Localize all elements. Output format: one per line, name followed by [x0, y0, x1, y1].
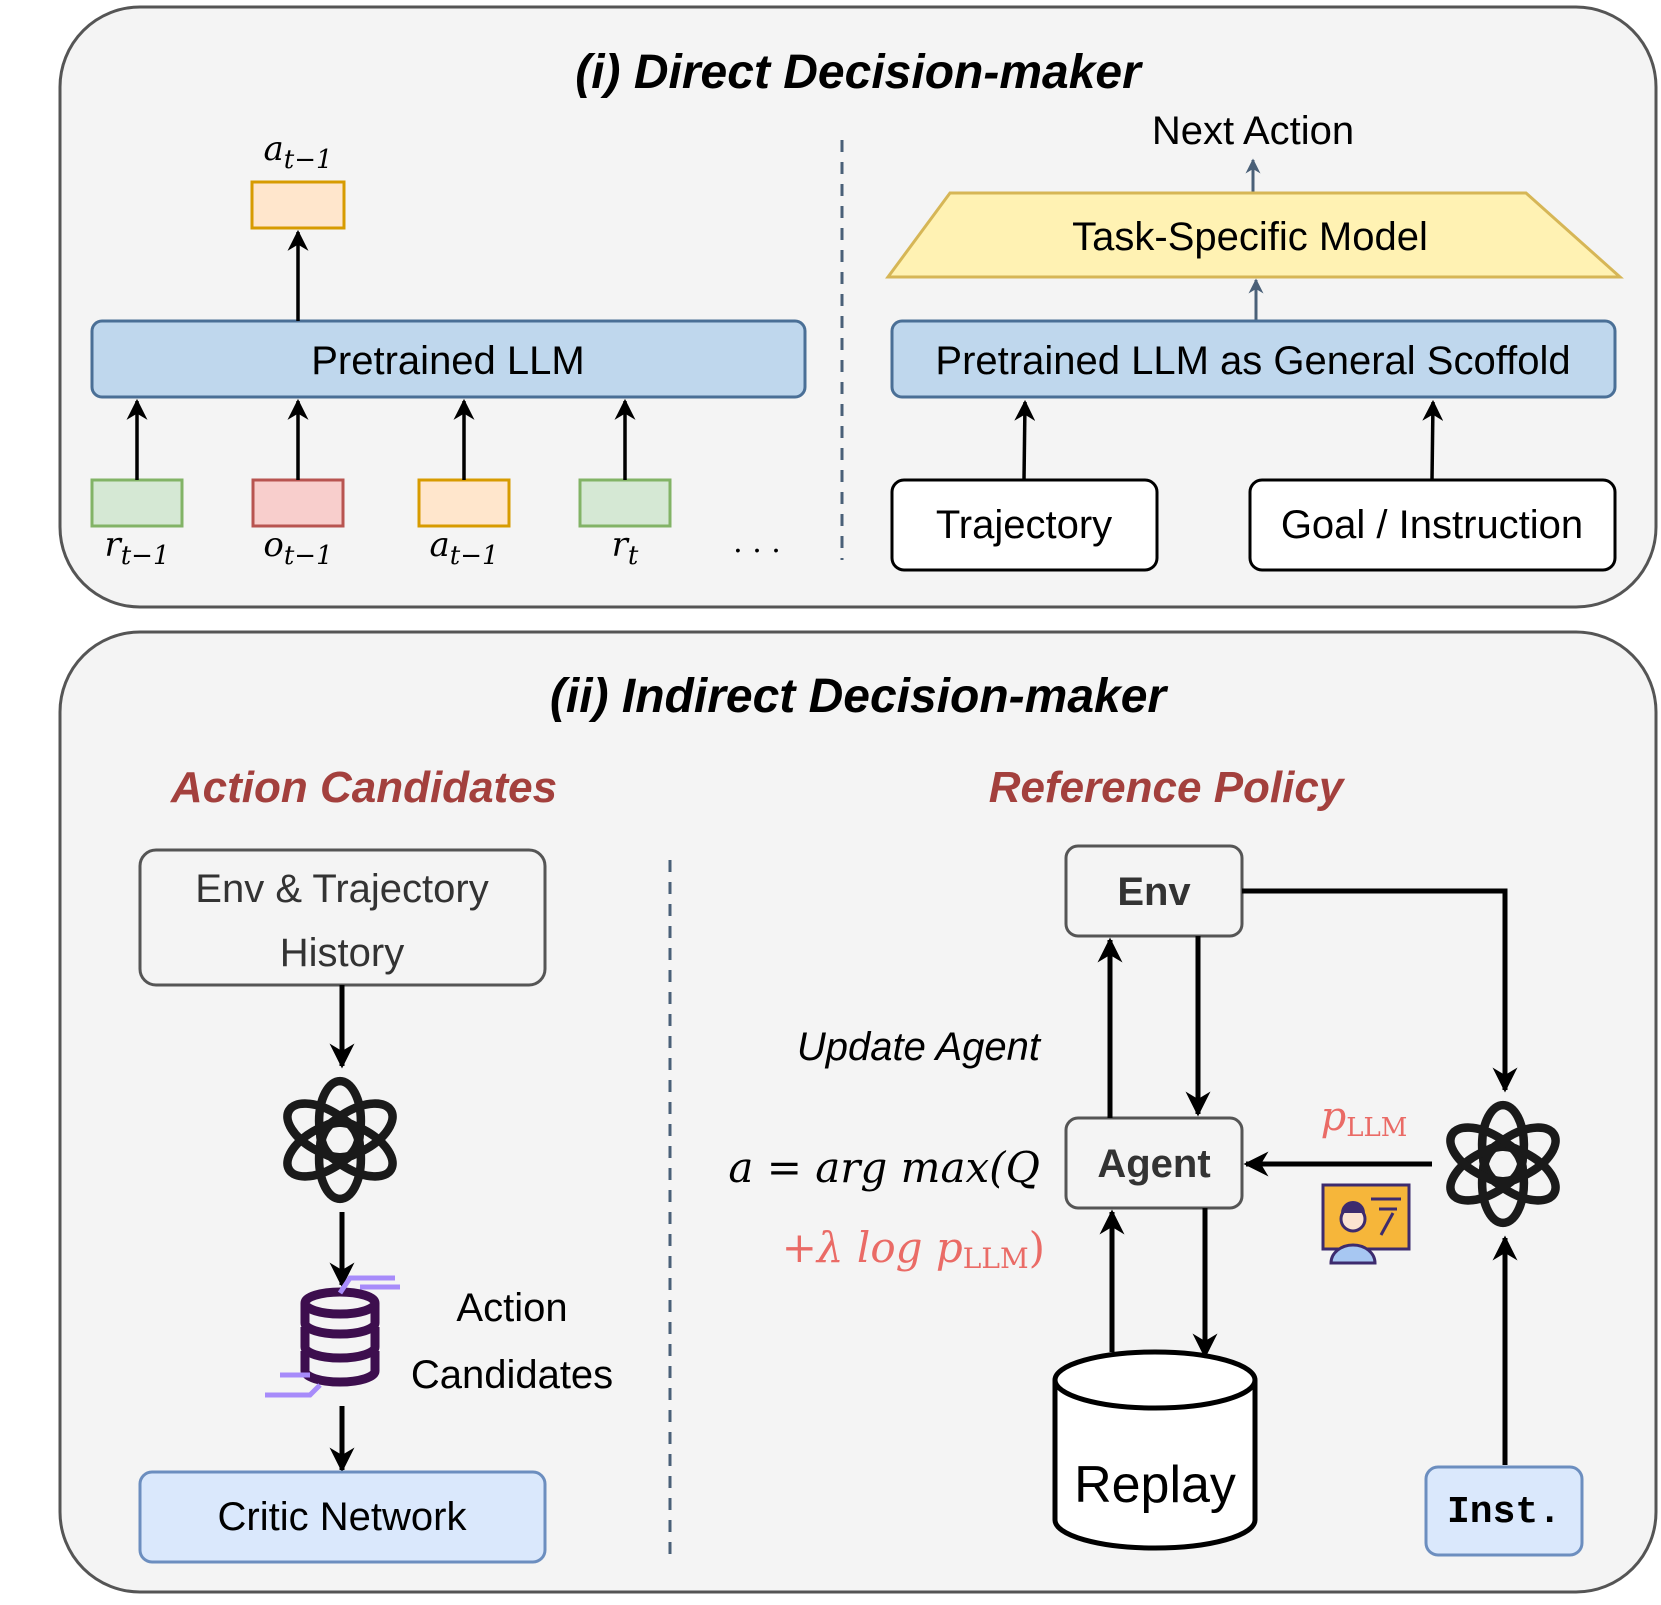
input-token-box: [578, 478, 672, 528]
teacher-icon: [1321, 1183, 1411, 1265]
database-icon: [265, 1275, 400, 1398]
trajectory-label: Trajectory: [936, 503, 1112, 547]
input-token-label: rt: [612, 525, 639, 571]
goal-label: Goal / Instruction: [1281, 503, 1583, 547]
env-label: Env: [1117, 870, 1191, 914]
output-token-label: at−1: [263, 129, 332, 175]
panel-direct: [58, 5, 1658, 609]
task-specific-model-label: Task-Specific Model: [1072, 215, 1428, 259]
agent-box: [1064, 1116, 1244, 1210]
env-history-line2: History: [280, 931, 404, 975]
pretrained-llm-label: Pretrained LLM: [311, 339, 584, 383]
next-action-label: Next Action: [1152, 109, 1354, 153]
inst-label: Inst.: [1447, 1491, 1561, 1534]
critic-network-label: Critic Network: [218, 1495, 468, 1539]
input-token-label: rt−1: [104, 525, 169, 571]
input-token-box: [417, 478, 511, 528]
input-token-box: [251, 478, 345, 528]
formula-line1: a = arg max(Q: [728, 1143, 1040, 1192]
output-token-box: [250, 180, 346, 230]
env-history-line1: Env & Trajectory: [195, 867, 488, 911]
trajectory-to-scaffold-arrow: [1014, 399, 1036, 481]
candidates-line1: Action: [456, 1286, 567, 1330]
scaffold-label: Pretrained LLM as General Scoffold: [935, 339, 1570, 383]
update-agent-label: Update Agent: [797, 1025, 1042, 1069]
env-to-llm-arrow: [1242, 888, 1518, 1093]
agent-label: Agent: [1097, 1142, 1210, 1186]
input-token-label: ot−1: [263, 525, 332, 571]
replay-cylinder: [1052, 1349, 1258, 1551]
candidates-line2: Candidates: [411, 1353, 613, 1397]
critic-network-box: [138, 1470, 547, 1564]
input-token-box: [90, 478, 184, 528]
task-specific-model-shape: [885, 191, 1624, 279]
panel-direct-title: (i) Direct Decision-maker: [575, 46, 1143, 99]
inst-box: [1424, 1465, 1584, 1557]
ellipsis: . . .: [733, 525, 781, 560]
scaffold-box: [890, 319, 1617, 399]
goal-to-scaffold-arrow: [1422, 399, 1444, 481]
p-llm-label: pLLM: [1321, 1094, 1408, 1143]
input-token-label: at−1: [429, 525, 498, 571]
panel-indirect-title: (ii) Indirect Decision-maker: [550, 670, 1168, 723]
formula-line2: +λ log pLLM): [782, 1223, 1045, 1275]
input-token-row: rt−1 ot−1 at−1 rt: [90, 398, 672, 571]
pretrained-llm-box: [90, 319, 807, 399]
replay-label: Replay: [1074, 1456, 1236, 1514]
action-candidates-heading: Action Candidates: [170, 763, 557, 812]
reference-policy-heading: Reference Policy: [989, 763, 1346, 812]
